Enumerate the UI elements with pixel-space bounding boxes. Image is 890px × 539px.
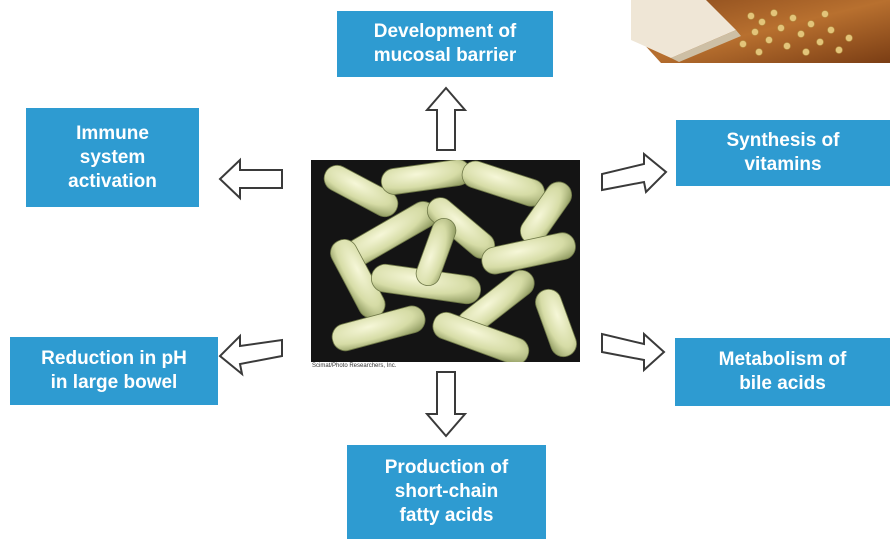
- arrow-upper-left-icon: [220, 160, 282, 198]
- box-label-line: mucosal barrier: [374, 44, 517, 68]
- box-production-of-short-chain-fatty-acids: Production of short-chain fatty acids: [347, 445, 546, 539]
- box-label-line: fatty acids: [400, 504, 494, 528]
- box-label-line: vitamins: [744, 153, 821, 177]
- box-label-line: Synthesis of: [727, 129, 840, 153]
- box-label-line: Metabolism of: [719, 348, 847, 372]
- box-synthesis-of-vitamins: Synthesis of vitamins: [676, 120, 890, 186]
- box-development-of-mucosal-barrier: Development of mucosal barrier: [337, 11, 553, 77]
- image-credit: Scimat/Photo Researchers, Inc.: [312, 363, 396, 369]
- box-label-line: short-chain: [395, 480, 498, 504]
- box-label-line: Reduction in pH: [41, 347, 187, 371]
- box-metabolism-of-bile-acids: Metabolism of bile acids: [675, 338, 890, 406]
- box-reduction-in-ph: Reduction in pH in large bowel: [10, 337, 218, 405]
- box-label-line: Development of: [374, 20, 517, 44]
- corner-food-photo: [631, 0, 890, 63]
- arrow-upper-right-icon: [602, 154, 666, 192]
- box-label-line: bile acids: [739, 372, 826, 396]
- box-immune-system-activation: Immune system activation: [26, 108, 199, 207]
- box-label-line: system: [80, 146, 146, 170]
- box-label-line: Immune: [76, 122, 149, 146]
- box-label-line: activation: [68, 170, 157, 194]
- box-label-line: in large bowel: [51, 371, 178, 395]
- arrow-up-icon: [427, 88, 465, 150]
- arrow-lower-right-icon: [602, 334, 664, 370]
- bacteria-micrograph: [311, 160, 580, 362]
- arrow-lower-left-icon: [220, 336, 282, 374]
- box-label-line: Production of: [385, 456, 508, 480]
- arrow-down-icon: [427, 372, 465, 436]
